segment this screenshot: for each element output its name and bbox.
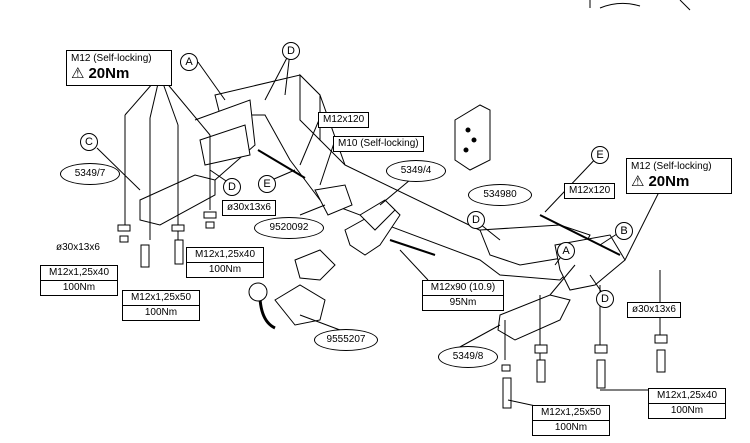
spec-torque: 100Nm xyxy=(62,282,96,293)
part-9520092: 9520092 xyxy=(254,217,324,239)
spec-m12x125x40-right: M12x1,25x40 100Nm xyxy=(648,388,726,419)
callout-c: C xyxy=(80,133,98,151)
part-5349-8: 5349/8 xyxy=(438,346,498,368)
label-washer-left1: ø30x13x6 xyxy=(56,242,100,253)
callout-d-right: D xyxy=(596,290,614,308)
bolt-right-long xyxy=(539,214,621,256)
label-washer-right: ø30x13x6 xyxy=(627,302,681,318)
callout-a-left: A xyxy=(180,53,198,71)
spec-torque: 100Nm xyxy=(670,405,704,416)
part-9555207: 9555207 xyxy=(314,329,378,351)
spec-torque: 100Nm xyxy=(208,264,242,275)
torque-box-right-value: 20Nm xyxy=(648,173,690,190)
right-lower-plate xyxy=(497,294,571,341)
part-5349-4: 5349/4 xyxy=(386,160,446,182)
spec-m12x125x40-left: M12x1,25x40 100Nm xyxy=(40,265,118,296)
torque-box-right: M12 (Self-locking) ⚠20Nm xyxy=(626,158,732,194)
spec-bolt: M12x1,25x40 xyxy=(649,389,725,404)
small-bracket xyxy=(314,184,353,216)
corner-fragment xyxy=(589,0,691,11)
spec-bolt: M12x90 (10.9) xyxy=(423,281,503,296)
tow-ball-assembly xyxy=(248,249,336,330)
bolt-m12x90 xyxy=(389,239,436,256)
spec-torque: 100Nm xyxy=(144,307,178,318)
spec-bolt: M12x1,25x50 xyxy=(123,291,199,306)
warning-icon: ⚠ xyxy=(71,65,85,82)
warning-icon: ⚠ xyxy=(631,173,645,190)
label-m10-self-locking: M10 (Self-locking) xyxy=(333,136,424,152)
bolt-left-long xyxy=(257,149,306,179)
left-vertical-bolts xyxy=(117,115,217,268)
torque-box-right-spec: M12 (Self-locking) xyxy=(631,161,712,172)
spec-m12x125x40-mid: M12x1,25x40 100Nm xyxy=(186,247,264,278)
callout-e-right: E xyxy=(591,146,609,164)
callout-d-left: D xyxy=(223,178,241,196)
torque-box-left-value: 20Nm xyxy=(88,65,130,82)
spec-torque: 95Nm xyxy=(449,297,477,308)
label-m12x120-left: M12x120 xyxy=(318,112,370,128)
callout-d-mid: D xyxy=(467,211,485,229)
spec-torque: 100Nm xyxy=(554,422,588,433)
spec-bolt: M12x1,25x50 xyxy=(533,406,609,421)
callout-a-right: A xyxy=(557,242,575,260)
label-washer-left2: ø30x13x6 xyxy=(222,200,276,216)
part-5349-7: 5349/7 xyxy=(60,163,120,185)
callout-b: B xyxy=(615,222,633,240)
label-m12x120-right: M12x120 xyxy=(564,183,616,199)
spec-bolt: M12x1,25x40 xyxy=(41,266,117,281)
spec-m12x125x50-left: M12x1,25x50 100Nm xyxy=(122,290,200,321)
callout-e-left: E xyxy=(258,175,276,193)
right-vertical-bolts xyxy=(501,270,668,409)
spec-m12x90: M12x90 (10.9) 95Nm xyxy=(422,280,504,311)
torque-box-left-spec: M12 (Self-locking) xyxy=(71,53,152,64)
part-534980: 534980 xyxy=(468,184,532,206)
spec-bolt: M12x1,25x40 xyxy=(187,248,263,263)
control-unit-534980 xyxy=(454,104,491,171)
torque-box-left: M12 (Self-locking) ⚠20Nm xyxy=(66,50,172,86)
spec-m12x125x50-right: M12x1,25x50 100Nm xyxy=(532,405,610,436)
callout-d-top: D xyxy=(282,42,300,60)
